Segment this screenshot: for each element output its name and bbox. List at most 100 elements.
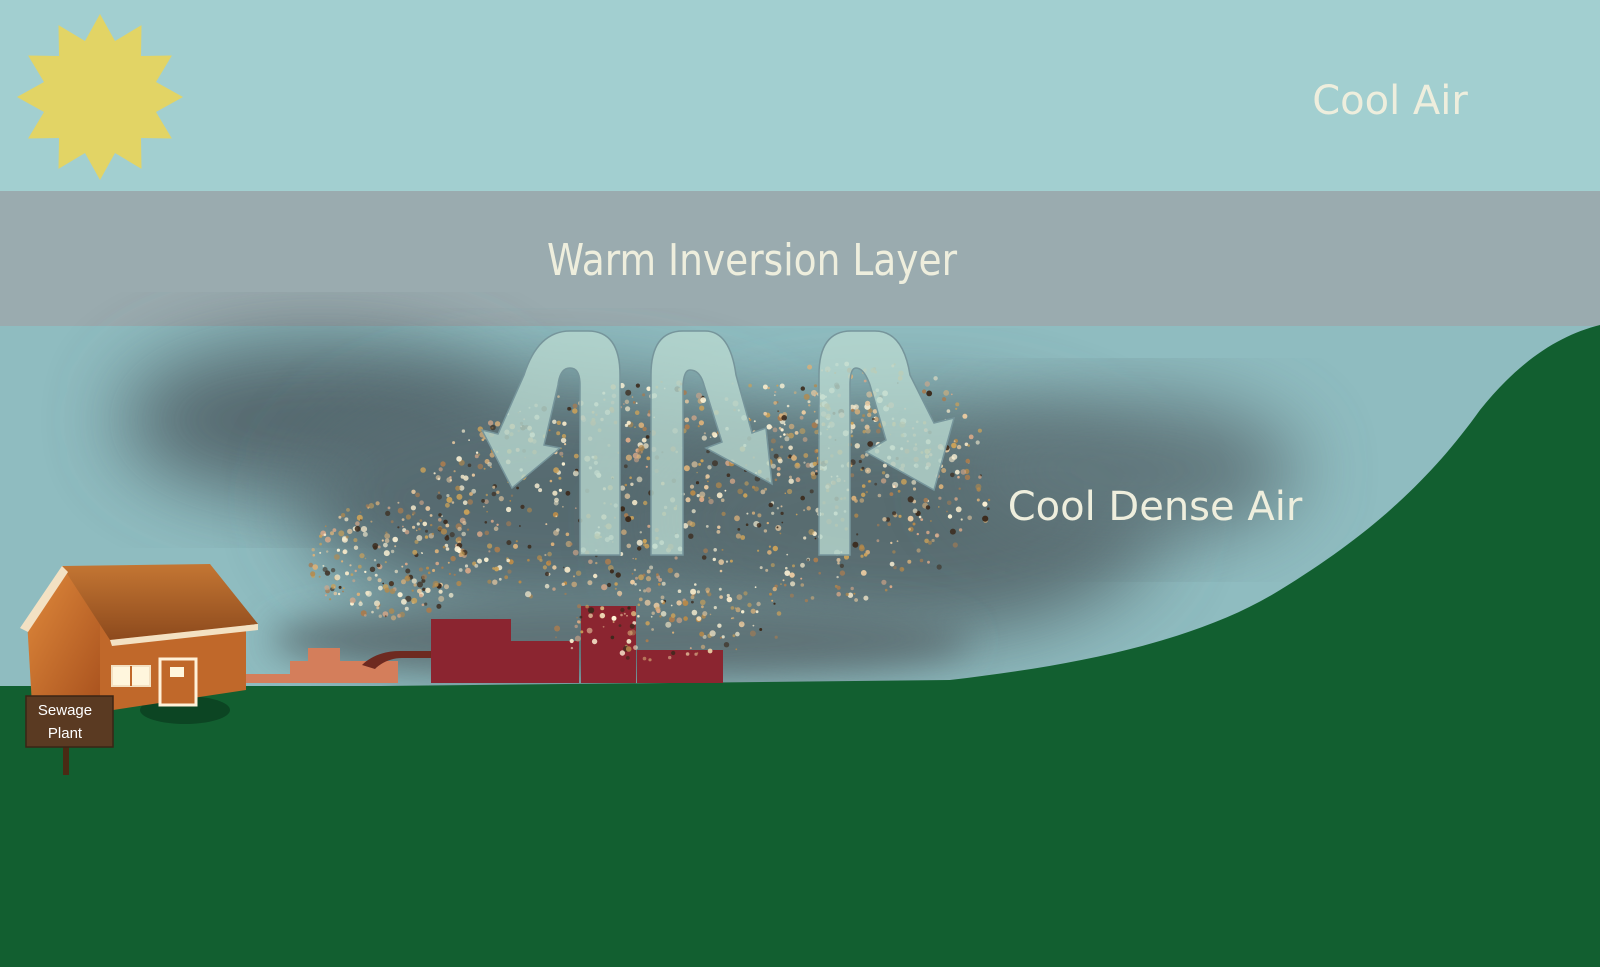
pollution-particle [484, 557, 489, 563]
pollution-particle [656, 608, 661, 614]
pollution-particle [781, 521, 784, 524]
pollution-particle [438, 589, 443, 594]
signpost-icon: Sewage Plant [25, 695, 114, 775]
pollution-particle [885, 473, 890, 479]
pollution-particle [734, 515, 740, 522]
pollution-particle [735, 607, 741, 613]
pollution-particle [435, 561, 440, 566]
pollution-particle [753, 420, 756, 423]
pollution-particle [896, 540, 899, 543]
pollution-particle [492, 567, 495, 570]
pollution-particle [912, 522, 916, 526]
pollution-particle [658, 577, 663, 582]
pollution-particle [463, 509, 470, 515]
pollution-particle [506, 521, 512, 527]
pollution-particle [353, 538, 358, 543]
pollution-particle [807, 400, 811, 404]
pollution-particle [319, 534, 323, 538]
pollution-particle [771, 599, 774, 602]
pollution-particle [743, 591, 748, 596]
pollution-particle [389, 588, 396, 594]
pollution-particle [954, 497, 958, 501]
pollution-particle [768, 502, 774, 508]
pollution-particle [572, 408, 578, 414]
pollution-particle [612, 621, 615, 623]
pollution-particle [336, 548, 340, 552]
pollution-particle [382, 611, 389, 617]
pollution-particle [861, 492, 866, 497]
pollution-particle [926, 530, 930, 535]
pollution-particle [946, 409, 951, 413]
pollution-particle [786, 553, 789, 556]
pollution-particle [618, 624, 622, 627]
pollution-particle [791, 455, 797, 461]
pollution-particle [448, 592, 454, 598]
pollution-particle [384, 533, 391, 539]
pollution-particle [698, 462, 702, 466]
pollution-particle [803, 536, 807, 540]
pollution-particle [555, 515, 558, 518]
pollution-particle [732, 634, 736, 638]
pollution-particle [484, 499, 489, 505]
pollution-particle [867, 412, 872, 418]
pollution-particle [401, 518, 405, 521]
pollution-particle [516, 486, 519, 490]
pollution-particle [721, 511, 726, 516]
pollution-particle [967, 515, 972, 521]
pollution-particle [978, 475, 982, 479]
pollution-particle [700, 644, 706, 650]
pollution-particle [865, 467, 871, 474]
pollution-particle [397, 507, 404, 514]
pollution-particle [860, 418, 864, 422]
pollution-particle [520, 504, 525, 509]
pollution-particle [867, 441, 874, 447]
pollution-particle [615, 572, 621, 578]
pollution-particle [779, 532, 782, 535]
pollution-particle [911, 480, 917, 485]
pollution-particle [630, 579, 635, 585]
pollution-particle [759, 566, 763, 570]
pollution-particle [725, 560, 729, 563]
pollution-particle [488, 550, 491, 553]
pollution-particle [872, 417, 875, 421]
pollution-particle [477, 463, 484, 470]
pollution-particle [338, 585, 342, 589]
pollution-particle [719, 595, 723, 599]
pollution-particle [419, 500, 424, 506]
pollution-particle [376, 563, 381, 568]
pollution-particle [626, 420, 631, 425]
pollution-particle [782, 579, 785, 582]
pollution-particle [426, 566, 429, 570]
pollution-particle [459, 551, 465, 557]
pollution-particle [340, 513, 346, 518]
pollution-particle [564, 566, 571, 573]
pollution-particle [349, 564, 352, 567]
pollution-particle [699, 491, 706, 498]
pollution-particle [696, 590, 701, 594]
pollution-particle [376, 606, 380, 610]
pollution-particle [696, 652, 699, 654]
pollution-particle [465, 567, 471, 574]
pollution-particle [381, 539, 384, 542]
pollution-particle [774, 478, 778, 482]
pollution-particle [534, 483, 540, 489]
pollution-particle [467, 499, 474, 505]
pollution-particle [338, 530, 345, 537]
pollution-particle [863, 553, 868, 557]
pollution-particle [374, 573, 378, 577]
pollution-particle [695, 392, 703, 399]
pollution-particle [642, 426, 647, 432]
pollution-particle [982, 515, 989, 522]
pollution-particle [876, 428, 881, 434]
inversion-layer-band [0, 191, 1600, 327]
pollution-particle [390, 520, 394, 524]
pollution-particle [789, 572, 795, 578]
pollution-particle [556, 420, 561, 425]
pollution-particle [434, 549, 439, 554]
pollution-particle [635, 576, 638, 580]
pollution-particle [422, 521, 428, 527]
pollution-particle [967, 444, 970, 447]
pollution-particle [637, 603, 641, 607]
pollution-particle [458, 568, 463, 572]
pollution-particle [425, 587, 431, 593]
